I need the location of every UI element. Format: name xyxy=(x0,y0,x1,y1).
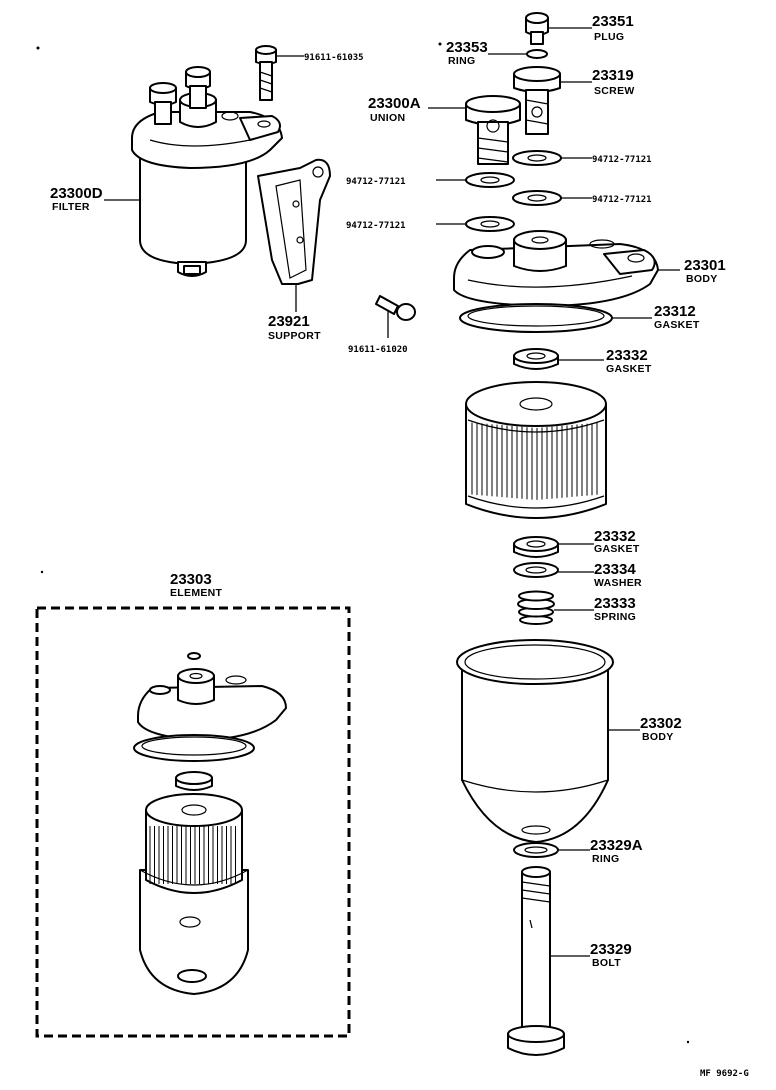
callout-94712-77121-b: 94712-77121 xyxy=(346,177,406,187)
callout-23351-name: PLUG xyxy=(594,31,624,43)
callout-23312-name: GASKET xyxy=(654,319,700,331)
callout-23319-name: SCREW xyxy=(594,85,635,97)
callout-23300A-name: UNION xyxy=(370,112,405,124)
diagram-code: MF 9692-G xyxy=(700,1069,749,1079)
callout-23333-name: SPRING xyxy=(594,611,636,623)
washer-94712-77121-a xyxy=(512,150,562,166)
callout-91611-61035: 91611-61035 xyxy=(304,53,364,63)
callout-23921-number: 23921 xyxy=(268,313,310,330)
callout-23332-upper-number: 23332 xyxy=(606,347,648,364)
callout-23300A-number: 23300A xyxy=(368,95,421,112)
bolt-23329 xyxy=(507,866,565,1056)
callout-23332-upper-name: GASKET xyxy=(606,363,652,375)
element-assembly xyxy=(133,652,287,995)
callout-94712-77121-c: 94712-77121 xyxy=(592,195,652,205)
callout-23334-name: WASHER xyxy=(594,577,642,589)
callout-23302-name: BODY xyxy=(642,731,674,743)
union-23300A xyxy=(465,95,521,165)
callout-91611-61020: 91611-61020 xyxy=(348,345,408,355)
callout-23332-lower-name: GASKET xyxy=(594,543,640,555)
ring-23353 xyxy=(526,49,548,59)
callout-23332-lower-number: 23332 xyxy=(594,528,636,545)
callout-23329A-name: RING xyxy=(592,853,619,865)
callout-94712-77121-a: 94712-77121 xyxy=(592,155,652,165)
washer-94712-77121-c xyxy=(512,190,562,206)
callout-23333-number: 23333 xyxy=(594,595,636,612)
callout-23329-name: BOLT xyxy=(592,957,621,969)
callout-23329-number: 23329 xyxy=(590,941,632,958)
body-23301 xyxy=(453,230,659,307)
callout-23301-name: BODY xyxy=(686,273,718,285)
washer-94712-77121-d xyxy=(465,216,515,232)
bolt-91611-61020 xyxy=(375,295,416,321)
callout-23353-number: 23353 xyxy=(446,39,488,56)
callout-23334-number: 23334 xyxy=(594,561,636,578)
callout-23312-number: 23312 xyxy=(654,303,696,320)
washer-94712-77121-b xyxy=(465,172,515,188)
spring-23333 xyxy=(517,590,555,625)
leader-lines xyxy=(104,27,680,957)
callout-23329A-number: 23329A xyxy=(590,837,643,854)
gasket-23312 xyxy=(459,303,613,333)
ring-23329A xyxy=(513,842,559,858)
filter-element-cartridge xyxy=(465,381,607,519)
bolt-91611-61035 xyxy=(255,45,277,101)
callout-23351-number: 23351 xyxy=(592,13,634,30)
filter-assembly xyxy=(131,66,283,277)
callout-23301-number: 23301 xyxy=(684,257,726,274)
callout-23302-number: 23302 xyxy=(640,715,682,732)
plug-23351 xyxy=(525,12,549,45)
screw-23319 xyxy=(513,66,561,135)
gasket-23332-lower xyxy=(513,536,559,558)
callout-23300D-number: 23300D xyxy=(50,185,103,202)
callout-94712-77121-d: 94712-77121 xyxy=(346,221,406,231)
callout-23921-name: SUPPORT xyxy=(268,330,321,342)
callout-23303-name: ELEMENT xyxy=(170,587,223,599)
callout-23303-number: 23303 xyxy=(170,571,212,588)
callout-23319-number: 23319 xyxy=(592,67,634,84)
support-bracket xyxy=(257,158,331,285)
body-23302 xyxy=(456,639,614,843)
element-dashed-frame xyxy=(35,606,351,1038)
callout-23300D-name: FILTER xyxy=(52,201,90,213)
callout-23353-name: RING xyxy=(448,55,475,67)
washer-23334 xyxy=(513,562,559,578)
gasket-23332-upper xyxy=(513,348,559,370)
